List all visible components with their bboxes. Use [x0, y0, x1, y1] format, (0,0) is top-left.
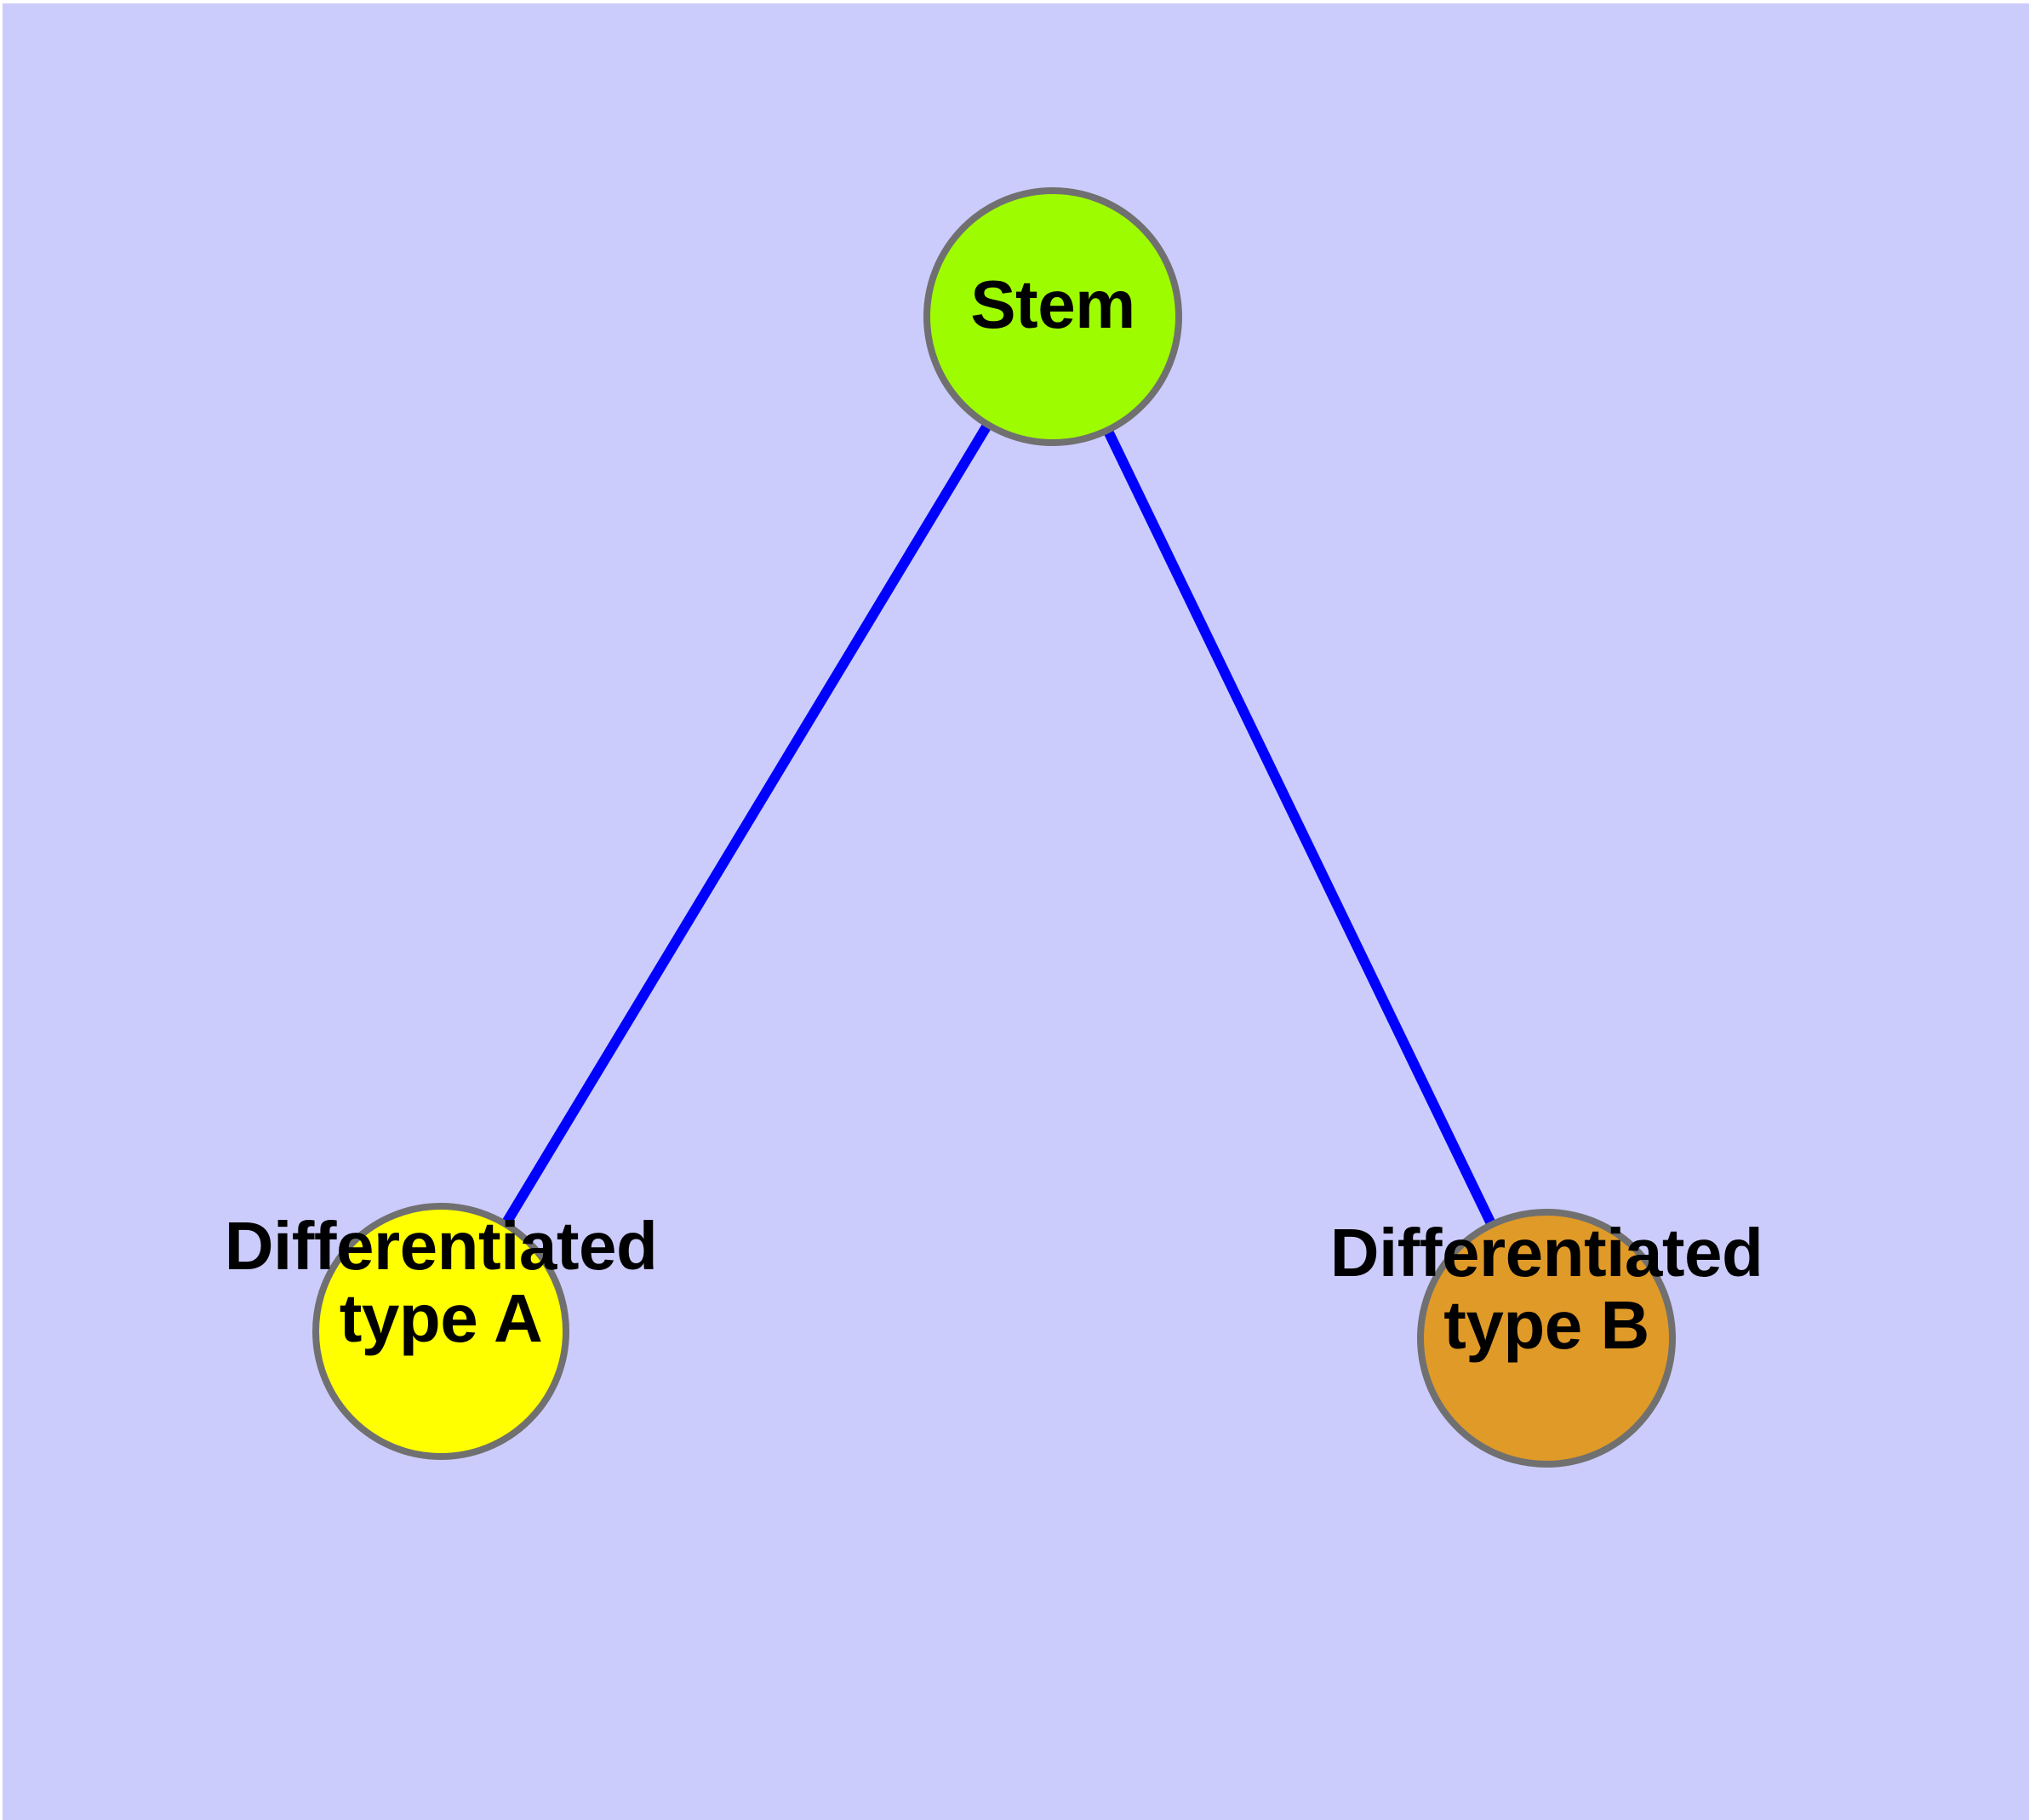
- edge-stem-to-diff-a: [436, 313, 1058, 1335]
- edge-stem-to-diff-b: [1048, 314, 1552, 1341]
- edge-layer: [436, 313, 1552, 1341]
- node-differentiated-type-b[interactable]: [1417, 1209, 1676, 1468]
- node-differentiated-type-a[interactable]: [312, 1203, 569, 1460]
- node-stem[interactable]: [923, 187, 1182, 446]
